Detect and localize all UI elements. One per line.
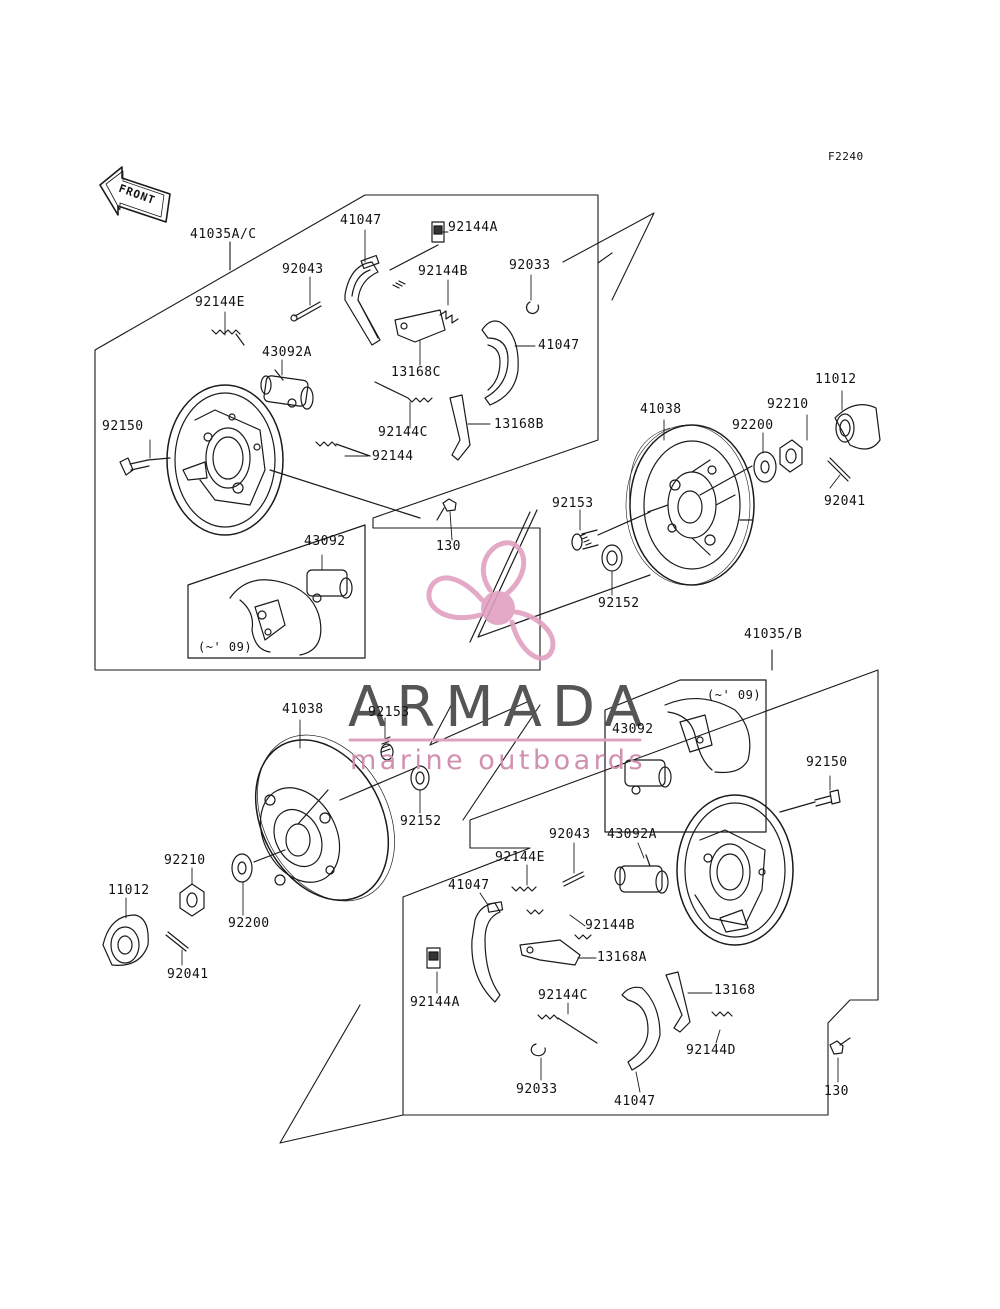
leader-lines [125,229,843,1093]
label-lower-41047-bottom: 41047 [614,1094,656,1109]
label-upper-92033: 92033 [509,258,551,273]
label-lower-41047: 41047 [448,878,490,893]
pin-92043-upper [290,301,322,322]
label-right-11012: 11012 [815,372,857,387]
label-lower-92144d: 92144D [686,1043,736,1058]
bolt-130-lower [829,1037,851,1055]
label-lower-11012: 11012 [108,883,150,898]
label-lower-92200: 92200 [228,916,270,931]
label-lower-92043: 92043 [549,827,591,842]
hub-parts-left [102,849,286,966]
spring-92144c-lower [537,1014,598,1044]
brake-drum-41038-left [254,734,416,902]
label-lower-92041: 92041 [167,967,209,982]
label-upper-92144c: 92144C [378,425,428,440]
lower-inset-box [604,679,767,833]
wheel-cylinder-lower [614,854,669,894]
label-41035ac: 41035A/C [190,227,257,242]
lever-13168 [665,971,691,1033]
watermark-title: ARMADA [348,675,653,740]
upper-assembly-boundary [94,194,655,671]
lower-assembly-boundary [279,649,879,1144]
upper-inset-box [187,524,366,659]
label-upper-92144e: 92144E [195,295,245,310]
label-lower-92144c: 92144C [538,988,588,1003]
ring-92033-upper [525,301,540,315]
spring-92144d [711,1011,733,1017]
label-lower-92144a: 92144A [410,995,460,1010]
label-upper-92043: 92043 [282,262,324,277]
label-right-92153: 92153 [552,496,594,511]
label-lower-41038: 41038 [282,702,324,717]
lever-13168c [394,309,446,343]
brake-shoe-41047-top [344,254,381,346]
label-right-92041: 92041 [824,494,866,509]
label-lower-inset-43092: 43092 [612,722,654,737]
label-lower-92153: 92153 [368,705,410,720]
label-lower-92150: 92150 [806,755,848,770]
watermark-subtitle: marine outboards [350,745,647,776]
pin-92043-lower [562,871,585,887]
brake-drum-41038-right [597,424,755,586]
clip-92144a-lower [426,947,441,969]
clip-92144a-upper [389,221,445,271]
ring-92033-lower [530,1043,546,1057]
bolt-92150-lower [779,789,841,813]
spring-92144c-upper [374,381,433,403]
hub-parts-right [699,404,881,496]
brake-shoe-41047-lower-bottom [621,986,661,1071]
lever-13168b [449,394,471,461]
label-lower-92152: 92152 [400,814,442,829]
inset-cylinder-43092-upper [306,569,353,603]
label-lower-13168a: 13168A [597,950,647,965]
label-right-41038: 41038 [640,402,682,417]
stud-92153-right [571,529,599,551]
lower-backing-plate [676,794,794,946]
spring-92144e-lower [511,886,537,892]
wheel-cylinder-upper [260,369,314,410]
label-upper-inset-note: (~' 09) [198,640,253,654]
label-lower-92144e: 92144E [495,850,545,865]
label-lower-13168: 13168 [714,983,756,998]
label-upper-130: 130 [436,539,461,554]
upper-backing-plate [166,384,421,536]
front-arrow-icon [99,166,171,223]
label-upper-41047-right: 41047 [538,338,580,353]
spring-92144e-upper [211,329,245,346]
label-lower-inset-note: (~' 09) [707,688,762,702]
label-right-92152: 92152 [598,596,640,611]
label-upper-13168c: 13168C [391,365,441,380]
bolt-92150-upper [119,457,171,476]
spring-92144b-lower [526,909,592,940]
spring-92144 [315,441,371,457]
label-upper-41047-top: 41047 [340,213,382,228]
label-upper-43092a: 43092A [262,345,312,360]
label-lower-130: 130 [824,1084,849,1099]
label-lower-92033: 92033 [516,1082,558,1097]
label-upper-92144b: 92144B [418,264,468,279]
label-41035b: 41035/B [744,627,803,642]
connection-lines-middle [469,509,651,643]
label-upper-inset-43092: 43092 [304,534,346,549]
label-lower-92144b: 92144B [585,918,635,933]
diagram-code: F2240 [828,150,864,163]
lever-13168a [519,939,581,966]
label-upper-92150: 92150 [102,419,144,434]
bolt-130-upper [436,498,457,521]
label-upper-92144a: 92144A [448,220,498,235]
label-upper-13168b: 13168B [494,417,544,432]
brake-shoe-41047-right [481,320,519,406]
label-upper-92144: 92144 [372,449,414,464]
seal-92152-right [601,544,623,572]
label-right-92210: 92210 [767,397,809,412]
label-right-92200: 92200 [732,418,774,433]
label-lower-92210: 92210 [164,853,206,868]
watermark-logo-icon [426,540,556,661]
brake-shoe-41047-lower-left [471,901,504,1003]
label-lower-43092a: 43092A [607,827,657,842]
spring-92144b-upper [392,280,459,324]
